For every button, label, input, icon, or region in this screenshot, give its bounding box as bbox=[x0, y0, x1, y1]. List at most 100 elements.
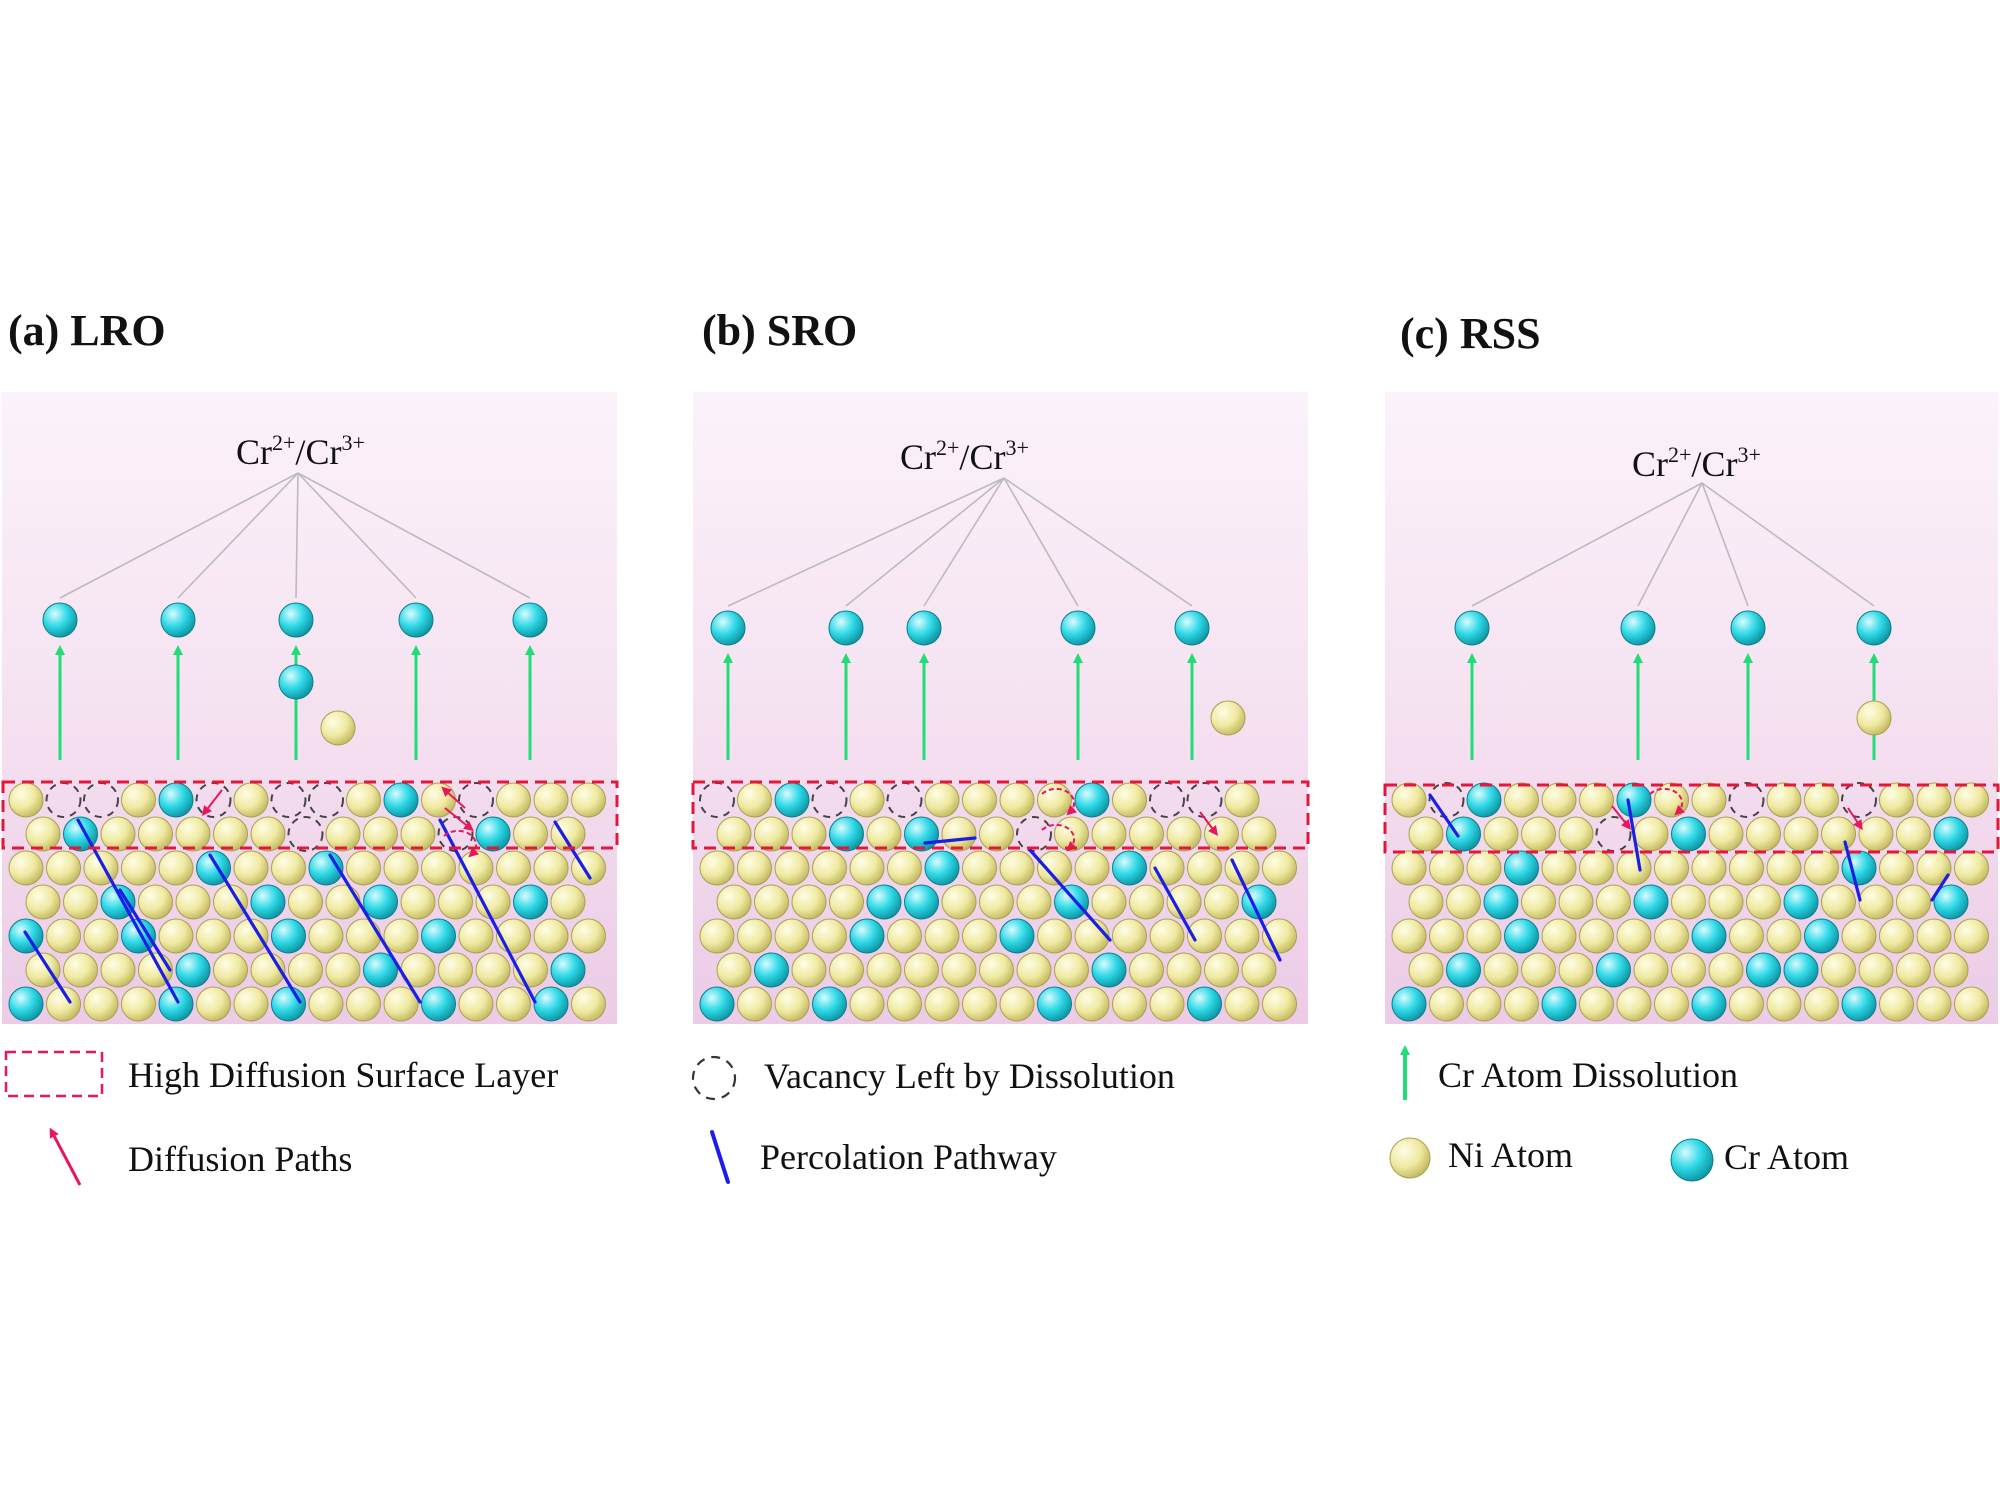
connector-line-lro bbox=[59, 472, 299, 599]
ni-atom-lro bbox=[213, 952, 248, 988]
cr-atom-sro bbox=[1112, 850, 1147, 886]
percolation-pathway-lro bbox=[76, 818, 180, 1004]
ni-atom-sro bbox=[716, 952, 752, 988]
dissolved-cr-atom-lro bbox=[160, 602, 196, 638]
ni-atom-rss bbox=[1879, 850, 1914, 886]
ni-atom-lro bbox=[271, 850, 306, 886]
cr-atom-rss bbox=[1933, 884, 1969, 920]
connector-line-sro bbox=[1003, 477, 1079, 607]
dissolved-cr-atom-rss bbox=[1856, 610, 1892, 646]
ni-atom-rss bbox=[1691, 782, 1727, 818]
ni-atom-sro bbox=[1112, 782, 1147, 818]
ni-atom-rss bbox=[1596, 884, 1631, 920]
ni-atom-rss bbox=[1429, 850, 1464, 886]
cr-atom-sro bbox=[1054, 884, 1089, 920]
cr-atom-lro bbox=[383, 782, 419, 818]
ni-atom-sro bbox=[1166, 952, 1202, 988]
ni-atom-lro bbox=[346, 850, 381, 886]
ni-atom-lro bbox=[233, 850, 269, 886]
ni-atom-rss bbox=[1729, 986, 1764, 1022]
ni-atom-sro bbox=[737, 782, 772, 818]
ni-atom-rss bbox=[1654, 918, 1689, 954]
ni-atom-sro bbox=[829, 952, 864, 988]
percolation-pathway-sro bbox=[1153, 866, 1197, 942]
ni-atom-lro bbox=[475, 952, 511, 988]
ni-atom-lro bbox=[25, 952, 61, 988]
legend-symbol-ni-atom bbox=[1389, 1137, 1431, 1179]
ni-atom-lro bbox=[63, 884, 98, 920]
dissolved-cr-atom-rss bbox=[1730, 610, 1766, 646]
ni-atom-sro bbox=[1091, 884, 1127, 920]
ni-atom-lro bbox=[83, 850, 119, 886]
cr-atom-lro bbox=[250, 884, 286, 920]
cr-atom-rss bbox=[1804, 918, 1839, 954]
ni-atom-rss bbox=[1766, 918, 1802, 954]
ni-atom-rss bbox=[1804, 850, 1839, 886]
ni-atom-sro bbox=[1149, 918, 1185, 954]
cr-atom-rss bbox=[1691, 986, 1727, 1022]
ni-atom-rss bbox=[1521, 816, 1556, 852]
ni-atom-rss bbox=[1446, 884, 1481, 920]
ni-atom-sro bbox=[812, 918, 847, 954]
ni-atom-sro bbox=[1224, 782, 1260, 818]
ni-atom-sro bbox=[1037, 782, 1072, 818]
cr-atom-sro bbox=[774, 782, 810, 818]
ion-base: Cr bbox=[900, 437, 936, 477]
ni-atom-sro bbox=[1187, 918, 1222, 954]
percolation-pathway-rss bbox=[1930, 873, 1950, 902]
ni-atom-lro bbox=[121, 986, 156, 1022]
ni-atom-lro bbox=[158, 850, 194, 886]
ni-atom-lro bbox=[196, 986, 231, 1022]
ni-atom-rss bbox=[1654, 850, 1689, 886]
cr-atom-rss bbox=[1446, 952, 1481, 988]
ni-atom-lro bbox=[25, 816, 61, 852]
connector-line-rss bbox=[1701, 482, 1749, 607]
ni-atom-sro bbox=[1262, 850, 1297, 886]
ni-atom-sro bbox=[737, 986, 772, 1022]
cr-atom-lro bbox=[513, 884, 548, 920]
cr-atom-sro bbox=[1187, 986, 1222, 1022]
ni-atom-rss bbox=[1521, 952, 1556, 988]
dissolved-cr-atom-lro bbox=[42, 602, 78, 638]
ni-atom-sro bbox=[1037, 918, 1072, 954]
ion-charge: 3+ bbox=[1737, 442, 1761, 467]
ni-atom-sro bbox=[1016, 952, 1052, 988]
vacancy-rss bbox=[1728, 782, 1765, 818]
cr-atom-lro bbox=[158, 782, 194, 818]
ni-atom-lro bbox=[400, 884, 436, 920]
ni-atom-rss bbox=[1954, 850, 1989, 886]
ni-atom-sro bbox=[1016, 884, 1052, 920]
ni-atom-rss bbox=[1879, 918, 1914, 954]
ni-atom-sro bbox=[829, 884, 864, 920]
ni-atom-lro bbox=[496, 850, 531, 886]
ni-atom-lro bbox=[25, 884, 61, 920]
panel-title-rss: (c) RSS bbox=[1400, 309, 1541, 358]
ni-atom-sro bbox=[962, 782, 997, 818]
connector-line-lro bbox=[297, 472, 417, 599]
percolation-pathway-sro bbox=[1028, 848, 1112, 942]
diffusion-arrow-rss bbox=[1847, 807, 1863, 831]
cr-atom-sro bbox=[904, 884, 939, 920]
ni-atom-sro bbox=[962, 918, 997, 954]
ni-atom-lro bbox=[458, 918, 494, 954]
ni-atom-lro bbox=[175, 816, 211, 852]
diffusion-curl-rss bbox=[1649, 787, 1686, 816]
ni-atom-sro bbox=[1149, 986, 1185, 1022]
ni-atom-sro bbox=[866, 952, 902, 988]
cr-atom-rss bbox=[1691, 918, 1727, 954]
ni-atom-sro bbox=[1204, 884, 1239, 920]
cr-atom-rss bbox=[1933, 816, 1969, 852]
ni-atom-sro bbox=[716, 816, 752, 852]
ni-atom-lro bbox=[308, 986, 344, 1022]
surface-layer-box-rss bbox=[1383, 783, 2000, 854]
cr-atom-rss bbox=[1504, 850, 1539, 886]
legend-symbol-diffusion-arrow bbox=[49, 1127, 82, 1186]
ion-label-lro: Cr2+/Cr3+ bbox=[236, 430, 365, 473]
ni-atom-rss bbox=[1729, 850, 1764, 886]
cr-atom-sro bbox=[924, 850, 960, 886]
cr-atom-sro bbox=[699, 986, 735, 1022]
ni-atom-sro bbox=[1091, 816, 1127, 852]
ni-atom-sro bbox=[866, 816, 902, 852]
dissolved-cr-atom-sro bbox=[1060, 610, 1096, 646]
